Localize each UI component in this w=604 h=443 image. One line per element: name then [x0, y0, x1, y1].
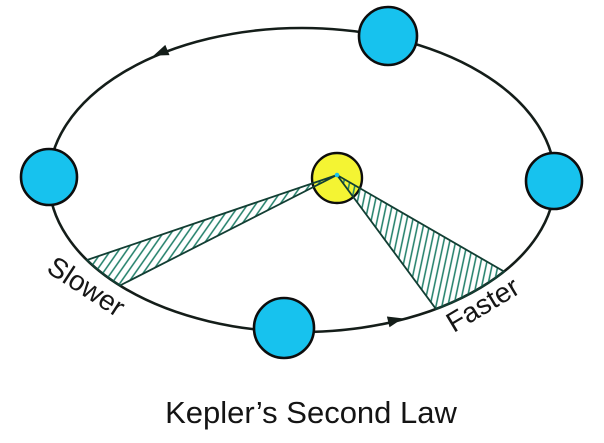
planet-left: [19, 147, 79, 207]
planet-top: [357, 5, 419, 67]
planet-right: [524, 151, 584, 211]
diagram-title: Kepler’s Second Law: [165, 395, 457, 430]
sweep-vertex-dot: [334, 172, 340, 178]
swept-area-slower: [85, 174, 338, 287]
planet-bottom: [252, 296, 316, 360]
swept-area-faster: [336, 174, 506, 311]
orbit-direction-arrow-top-icon: [153, 44, 170, 56]
orbit-direction-arrow-bottom-icon: [386, 316, 403, 328]
